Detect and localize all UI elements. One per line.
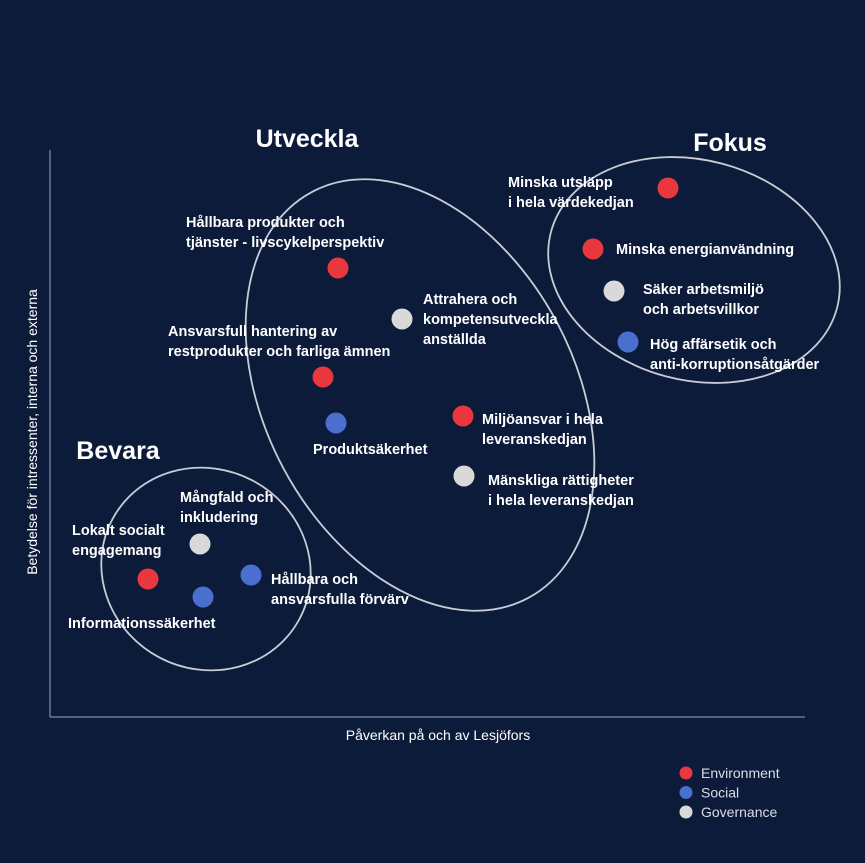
point-marker-7 — [312, 366, 334, 388]
point-label-1-line-2: i hela värdekedjan — [508, 195, 634, 211]
point-label-6-line-2: kompetensutveckla — [423, 312, 559, 328]
point-marker-10 — [453, 465, 475, 487]
point-label-3-line-2: och arbetsvillkor — [643, 302, 759, 318]
group-label-fokus: Fokus — [693, 129, 767, 157]
point-label-4-line-2: anti-korruptionsåtgärder — [650, 357, 820, 373]
legend-marker-social — [679, 786, 693, 799]
point-marker-12 — [137, 568, 159, 590]
point-label-11-line-2: inkludering — [180, 510, 258, 526]
point-label-10-line-2: i hela leveranskedjan — [488, 493, 634, 509]
y-axis-label: Betydelse för intressenter, interna och … — [24, 289, 40, 575]
point-marker-1 — [657, 177, 679, 199]
point-label-9-line-2: leveranskedjan — [482, 432, 587, 448]
legend-label-social: Social — [701, 785, 739, 801]
point-label-11-line-1: Mångfald och — [180, 490, 273, 506]
ellipse-fokus — [547, 156, 841, 384]
point-marker-5 — [327, 257, 349, 279]
point-label-4-line-1: Hög affärsetik och — [650, 337, 777, 353]
point-label-7-line-1: Ansvarsfull hantering av — [168, 324, 337, 340]
legend-label-environment: Environment — [701, 765, 780, 781]
point-label-9-line-1: Miljöansvar i hela — [482, 412, 604, 428]
point-label-8-line-1: Produktsäkerhet — [313, 442, 428, 458]
point-label-6-line-1: Attrahera och — [423, 292, 517, 308]
point-marker-14 — [192, 586, 214, 608]
point-label-12-line-2: engagemang — [72, 543, 161, 559]
point-label-14-line-1: Informationssäkerhet — [68, 616, 216, 632]
point-label-2-line-1: Minska energianvändning — [616, 242, 794, 258]
point-marker-3 — [603, 280, 625, 302]
ellipse-bevara — [100, 466, 312, 672]
point-marker-11 — [189, 533, 211, 555]
point-label-1-line-1: Minska utsläpp — [508, 175, 613, 191]
point-label-3-line-1: Säker arbetsmiljö — [643, 282, 764, 298]
point-label-6-line-3: anställda — [423, 332, 487, 348]
legend-marker-governance — [679, 805, 693, 819]
point-label-5-line-2: tjänster - livscykelperspektiv — [186, 235, 384, 251]
point-marker-4 — [617, 331, 639, 353]
ellipse-utveckla — [244, 178, 596, 612]
point-label-7-line-2: restprodukter och farliga ämnen — [168, 344, 390, 360]
point-label-13-line-2: ansvarsfulla förvärv — [271, 592, 409, 608]
point-label-12-line-1: Lokalt socialt — [72, 523, 165, 539]
point-marker-6 — [391, 308, 413, 330]
point-label-5-line-1: Hållbara produkter och — [186, 215, 345, 231]
group-label-utveckla: Utveckla — [256, 125, 360, 153]
x-axis-label: Påverkan på och av Lesjöfors — [346, 727, 530, 743]
point-marker-13 — [240, 564, 262, 586]
point-label-13-line-1: Hållbara och — [271, 572, 358, 588]
point-marker-2 — [582, 238, 604, 260]
point-label-10-line-1: Mänskliga rättigheter — [488, 473, 634, 489]
group-label-bevara: Bevara — [76, 437, 160, 465]
legend-marker-environment — [679, 766, 693, 780]
legend-label-governance: Governance — [701, 804, 777, 820]
point-marker-9 — [452, 405, 474, 427]
point-marker-8 — [325, 412, 347, 434]
